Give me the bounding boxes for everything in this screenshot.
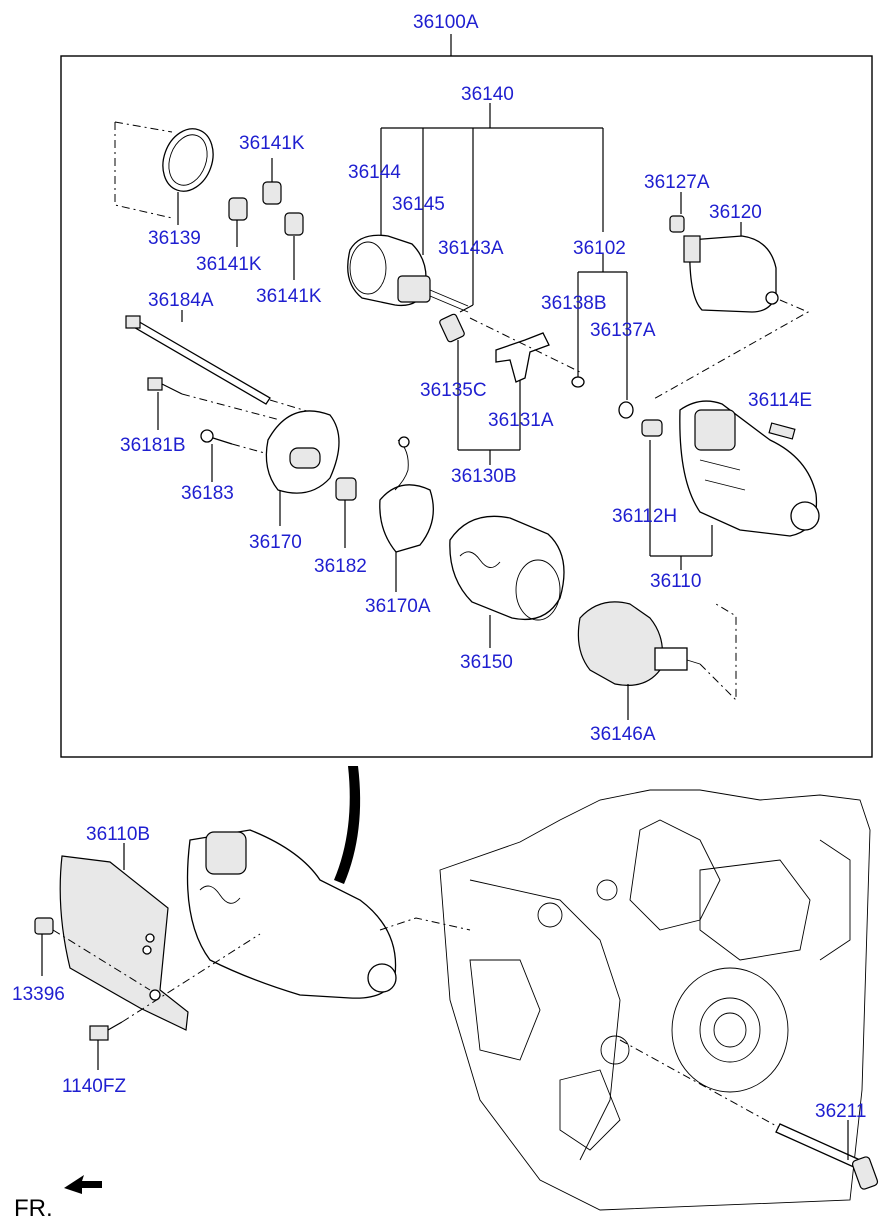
seal-ring-36139 — [114, 121, 214, 225]
label-36184A[interactable]: 36184A — [148, 290, 214, 311]
label-36140[interactable]: 36140 — [461, 84, 514, 105]
bushing-36182 — [335, 477, 357, 548]
assembly-frame — [60, 55, 873, 758]
label-36141K-middle[interactable]: 36141K — [196, 254, 262, 275]
label-36144[interactable]: 36144 — [348, 162, 401, 183]
label-36130B[interactable]: 36130B — [451, 466, 517, 487]
label-13396[interactable]: 13396 — [12, 984, 65, 1005]
brush-holder-36170A — [379, 436, 434, 592]
label-36120[interactable]: 36120 — [709, 202, 762, 223]
label-36139[interactable]: 36139 — [148, 228, 201, 249]
through-bolt-36184A — [125, 310, 311, 413]
group-bracket-36140 — [380, 103, 604, 313]
label-36137A[interactable]: 36137A — [590, 320, 656, 341]
label-36131A[interactable]: 36131A — [488, 410, 554, 431]
label-36112H[interactable]: 36112H — [612, 506, 677, 527]
lever-parts-36131A — [439, 313, 634, 419]
planet-gears-36141K — [228, 158, 304, 280]
fasteners-13396-1140FZ — [34, 917, 261, 1070]
label-36138B[interactable]: 36138B — [541, 293, 607, 314]
label-36146A[interactable]: 36146A — [590, 724, 656, 745]
front-arrow-icon — [64, 1175, 102, 1194]
label-36181B[interactable]: 36181B — [120, 435, 186, 456]
label-36150[interactable]: 36150 — [460, 652, 513, 673]
label-36170[interactable]: 36170 — [249, 532, 302, 553]
label-36183[interactable]: 36183 — [181, 483, 234, 504]
screws-36181B-36183 — [147, 377, 291, 482]
installation-arrow — [334, 766, 361, 884]
starter-motor-36110 — [641, 400, 820, 537]
label-36143A[interactable]: 36143A — [438, 238, 504, 259]
end-cover-36170 — [265, 410, 340, 526]
label-36141K-bottom[interactable]: 36141K — [256, 286, 322, 307]
label-36114E[interactable]: 36114E — [748, 390, 812, 411]
label-36211[interactable]: 36211 — [815, 1101, 866, 1122]
group-bracket-36102 — [577, 254, 628, 400]
installed-starter — [186, 829, 471, 999]
label-36135C[interactable]: 36135C — [420, 380, 487, 401]
label-36141K-top[interactable]: 36141K — [239, 133, 305, 154]
heat-shield-36110B — [59, 843, 189, 1031]
group-bracket-36130B — [457, 340, 521, 465]
label-36100A[interactable]: 36100A — [413, 12, 479, 33]
front-marker: FR. — [14, 1195, 53, 1222]
bolt-36211 — [775, 1120, 879, 1190]
label-36110B[interactable]: 36110B — [86, 824, 150, 845]
drive-pinion-36144 — [347, 234, 469, 313]
label-36127A[interactable]: 36127A — [644, 172, 710, 193]
label-36145[interactable]: 36145 — [392, 194, 445, 215]
label-36182[interactable]: 36182 — [314, 556, 367, 577]
label-36110[interactable]: 36110 — [650, 571, 701, 592]
armature-36146A — [577, 601, 737, 720]
label-36102[interactable]: 36102 — [573, 238, 626, 259]
group-bracket-36110 — [649, 440, 713, 570]
solenoid-36120 — [651, 192, 810, 401]
yoke-36150 — [449, 515, 565, 648]
label-1140FZ[interactable]: 1140FZ — [62, 1076, 126, 1097]
label-36170A[interactable]: 36170A — [365, 596, 431, 617]
engine-block — [439, 789, 871, 1211]
